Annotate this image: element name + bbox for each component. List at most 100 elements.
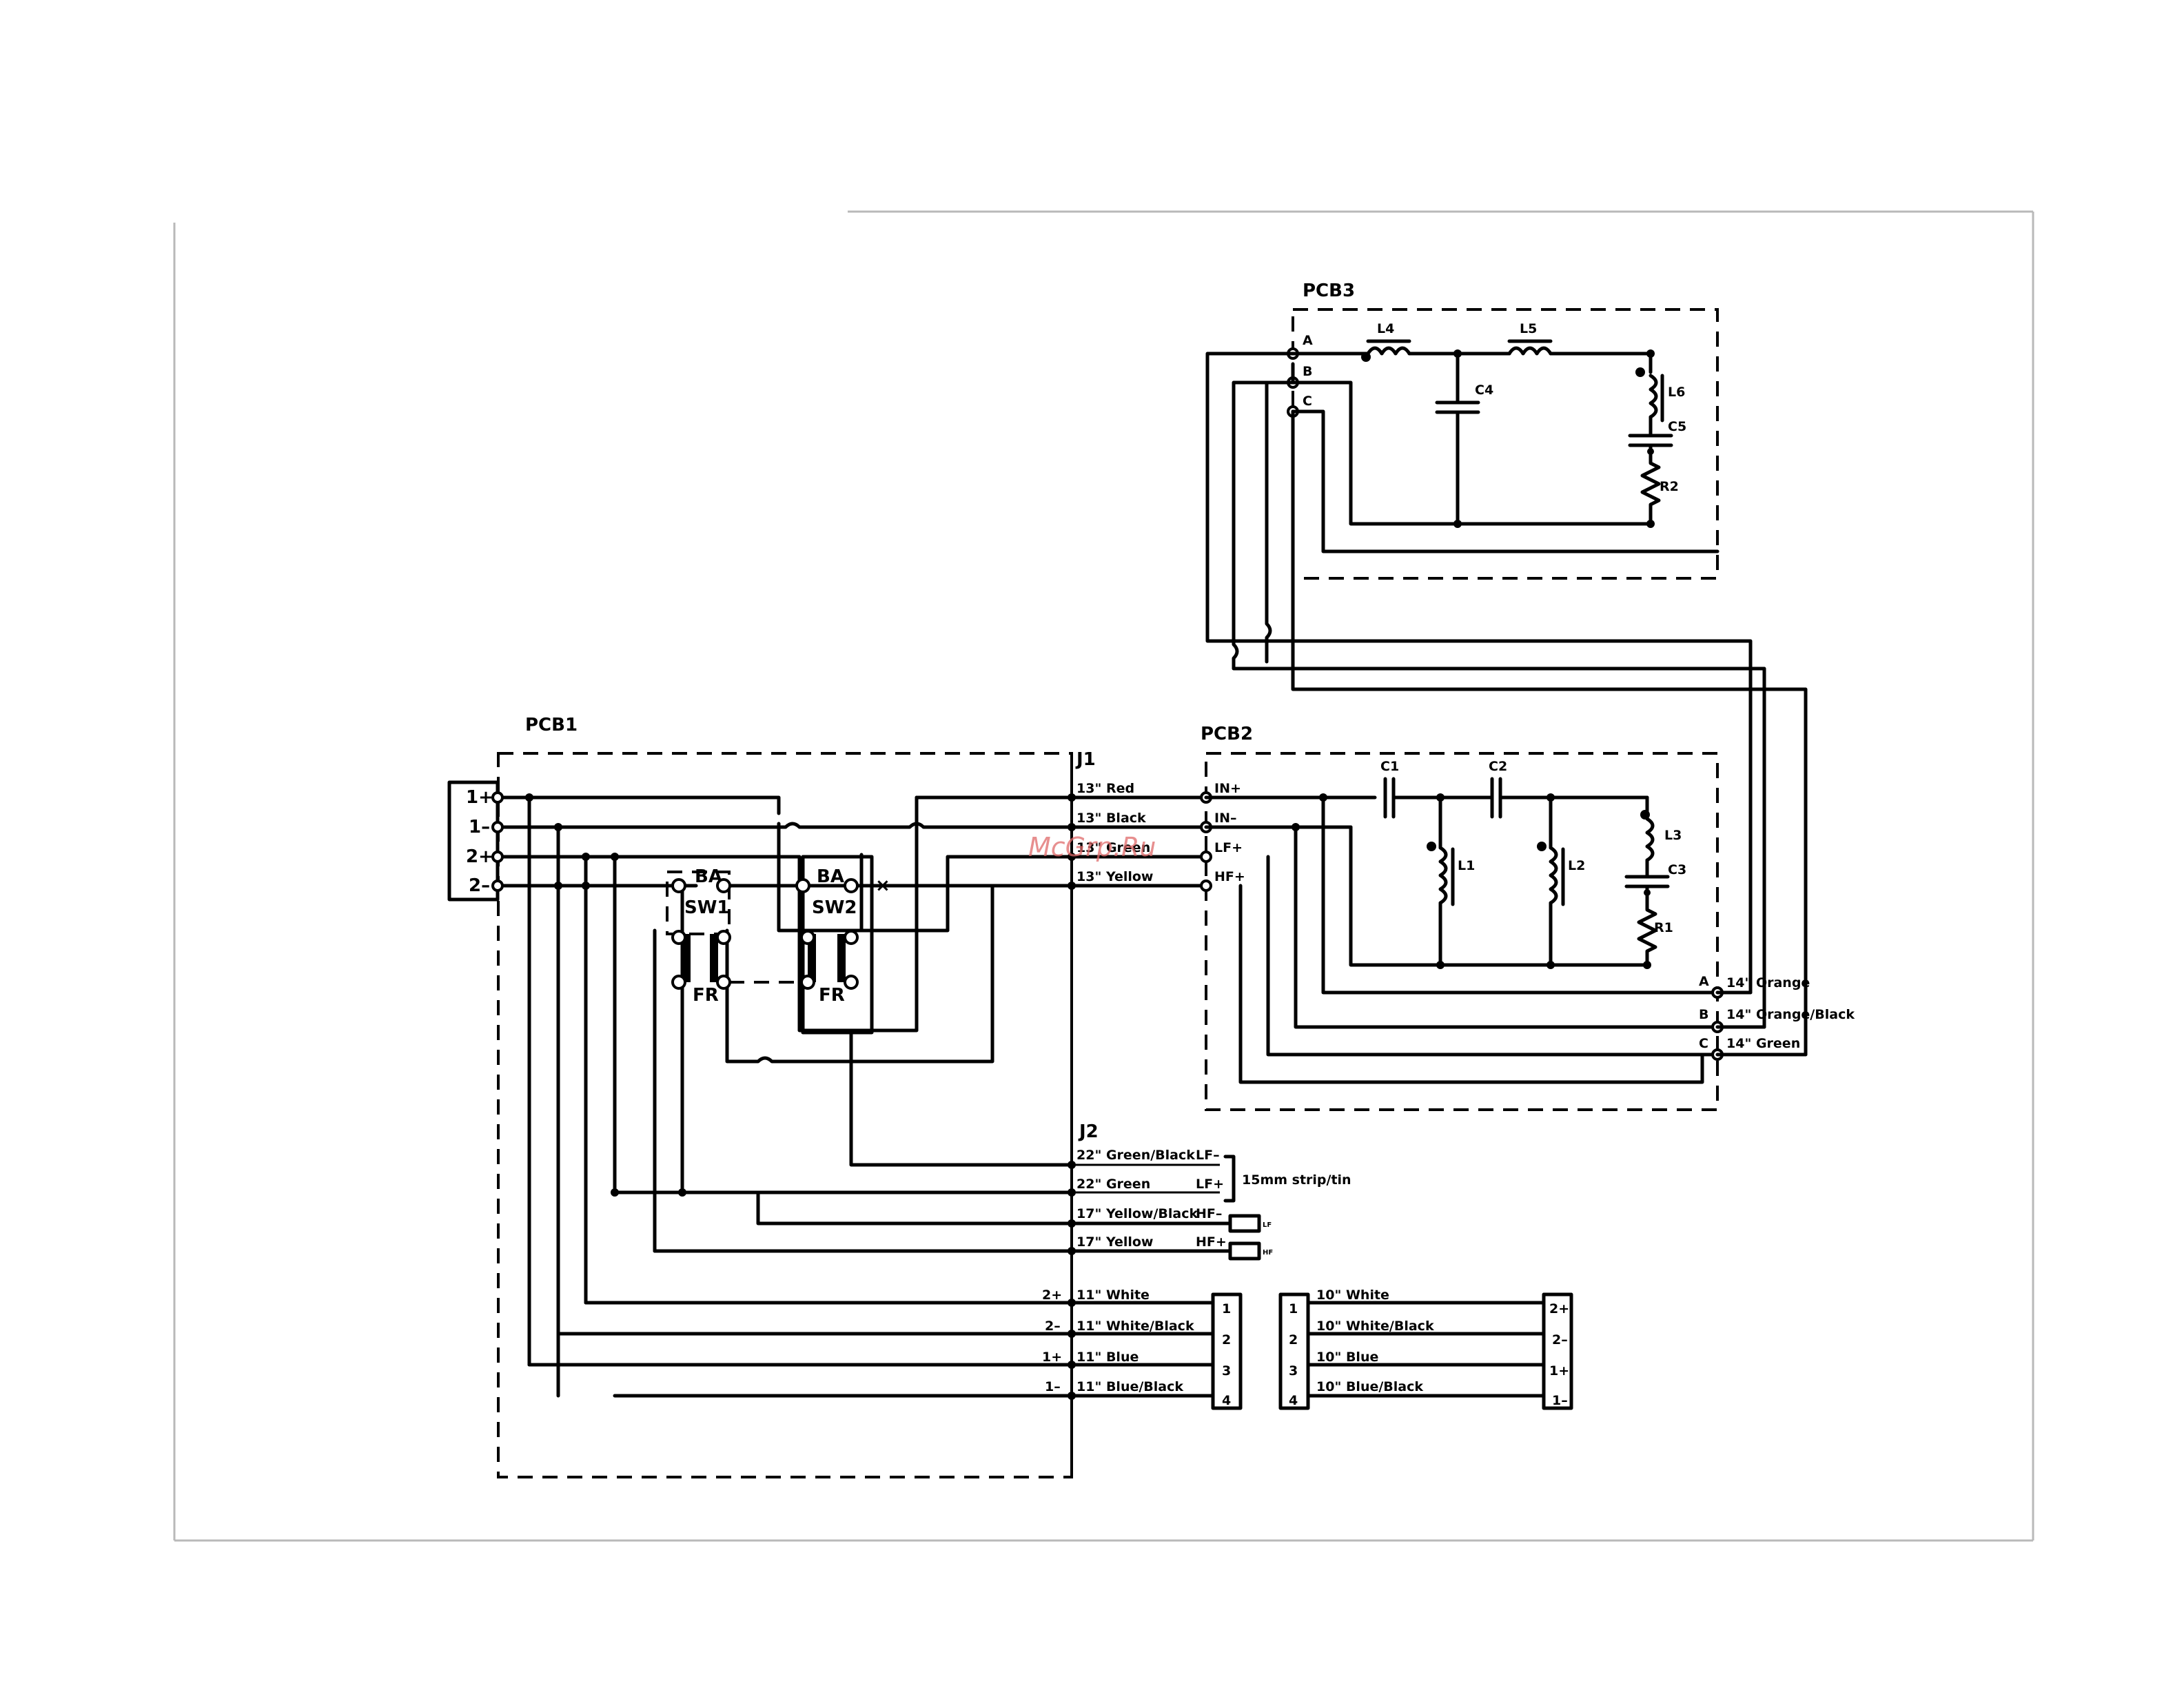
svg-text:14" Orange: 14" Orange [1726,975,1810,990]
svg-text:11" Blue/Black: 11" Blue/Black [1076,1379,1183,1394]
pcb2-outline [1205,752,1719,1111]
svg-text:L5: L5 [1520,321,1537,336]
svg-text:15mm strip/tin: 15mm strip/tin [1242,1172,1351,1188]
pcb3-to-pcb2-harness [1205,352,1808,1057]
svg-text:17" Yellow: 17" Yellow [1076,1234,1154,1250]
input-terminal-block: 1+ 1– 2+ 2– [447,780,500,902]
svg-text:SW2: SW2 [812,897,857,918]
svg-text:L6: L6 [1668,385,1685,400]
svg-text:10" White: 10" White [1316,1288,1389,1303]
svg-text:C1: C1 [1380,759,1399,774]
svg-text:1+: 1+ [466,787,493,808]
svg-text:13" Yellow: 13" Yellow [1076,869,1154,884]
svg-text:C: C [1303,394,1312,409]
pcb3-label: PCB3 [1303,281,1355,301]
svg-text:10" Blue: 10" Blue [1316,1350,1378,1365]
svg-text:1–: 1– [469,817,490,837]
svg-text:2+: 2+ [466,846,493,867]
svg-text:2–: 2– [1045,1319,1061,1334]
svg-text:1+: 1+ [1042,1350,1062,1365]
svg-text:BA: BA [817,866,844,887]
svg-text:13" Green: 13" Green [1076,840,1150,855]
svg-text:R2: R2 [1660,479,1679,494]
switch-link-dashed [729,884,803,984]
svg-text:IN–: IN– [1214,811,1236,826]
svg-text:R1: R1 [1654,920,1673,935]
svg-text:IN+: IN+ [1214,781,1241,796]
pcb1-junctions [491,791,686,1197]
svg-text:L2: L2 [1568,858,1585,873]
svg-text:×: × [875,875,890,896]
svg-text:22" Green/Black: 22" Green/Black [1076,1148,1195,1163]
svg-text:13" Black: 13" Black [1076,811,1146,826]
svg-text:1–: 1– [1552,1393,1568,1408]
j1-to-pcb2-wires [1070,795,1208,888]
svg-text:C2: C2 [1489,759,1507,774]
pcb2-circuit: IN+ IN– LF+ HF+ C1 C2 L1 L2 L3 [1200,759,1719,1084]
svg-text:10" White/Black: 10" White/Black [1316,1319,1434,1334]
svg-text:L4: L4 [1377,321,1394,336]
svg-text:14" Green: 14" Green [1726,1036,1800,1051]
svg-text:4: 4 [1222,1393,1231,1408]
svg-text:C3: C3 [1668,862,1686,877]
svg-text:LF+: LF+ [1214,840,1243,855]
speaker-mark-hf: HF [1263,1249,1273,1257]
switch-sw1[interactable]: BA SW1 FR [666,866,731,1006]
svg-text:A: A [1303,333,1313,348]
svg-text:2–: 2– [1552,1332,1568,1348]
svg-text:2: 2 [1222,1332,1231,1348]
svg-text:B: B [1699,1007,1708,1022]
svg-text:1: 1 [1222,1301,1231,1316]
svg-text:11" Blue: 11" Blue [1076,1350,1139,1365]
pcb2-abc-pins: A B C 14" Orange 14" Orange/Black 14" Gr… [1699,974,1855,1061]
watermark: McGrp.Ru [1028,832,1156,862]
pcb2-label: PCB2 [1201,724,1253,744]
svg-text:B: B [1303,364,1312,379]
page-frame [173,210,2034,1542]
svg-text:L1: L1 [1458,858,1475,873]
svg-text:4: 4 [1289,1393,1298,1408]
connector-j1: 13" Red 13" Black 13" Green 13" Yellow [1068,765,1154,1477]
svg-text:C: C [1699,1036,1708,1051]
svg-text:1: 1 [1289,1301,1298,1316]
svg-text:1+: 1+ [1549,1363,1569,1379]
switch-sw2[interactable]: BA SW2 FR × [795,855,890,1035]
svg-text:SW1: SW1 [684,897,730,918]
svg-text:HF–: HF– [1196,1206,1222,1221]
svg-text:10" Blue/Black: 10" Blue/Black [1316,1379,1423,1394]
svg-text:A: A [1699,974,1709,989]
svg-text:11" White/Black: 11" White/Black [1076,1319,1194,1334]
svg-text:LF+: LF+ [1196,1177,1224,1192]
pcb3-circuit: A B C L4 L5 C4 L6 C5 R2 [1287,321,1719,553]
svg-text:FR: FR [693,985,719,1006]
svg-text:17" Yellow/Black: 17" Yellow/Black [1076,1206,1198,1221]
svg-text:2: 2 [1289,1332,1298,1348]
svg-text:2–: 2– [469,875,490,896]
speaker-mark-lf: LF [1263,1221,1272,1229]
output-wires: 2+ 2– 1+ 1– 11" White 11" White/Black 11… [1042,1288,1243,1410]
pcb1-wiring [496,795,1074,1398]
svg-text:FR: FR [819,985,845,1006]
svg-text:LF–: LF– [1196,1148,1220,1163]
pcb1-outline [497,752,1073,1478]
svg-text:1–: 1– [1045,1379,1061,1394]
svg-text:11" White: 11" White [1076,1288,1150,1303]
pcb1-label: PCB1 [525,715,578,735]
svg-text:3: 3 [1222,1363,1231,1379]
svg-text:22" Green: 22" Green [1076,1177,1150,1192]
svg-text:HF+: HF+ [1214,869,1245,884]
svg-text:13" Red: 13" Red [1076,781,1134,796]
svg-text:14" Orange/Black: 14" Orange/Black [1726,1007,1855,1022]
svg-text:HF+: HF+ [1196,1234,1227,1250]
svg-text:2+: 2+ [1042,1288,1062,1303]
svg-text:C5: C5 [1668,419,1686,434]
connector-j2: 22" Green/Black LF– 22" Green LF+ 17" Ye… [1068,1148,1351,1261]
svg-text:C4: C4 [1475,383,1493,398]
svg-text:3: 3 [1289,1363,1298,1379]
jumper-harness: 1 2 3 4 10" White 10" White/Black 10" Bl… [1278,1288,1573,1410]
j1-label: J1 [1075,749,1096,770]
svg-text:2+: 2+ [1549,1301,1569,1316]
j2-label: J2 [1078,1121,1099,1142]
svg-text:L3: L3 [1664,828,1682,843]
